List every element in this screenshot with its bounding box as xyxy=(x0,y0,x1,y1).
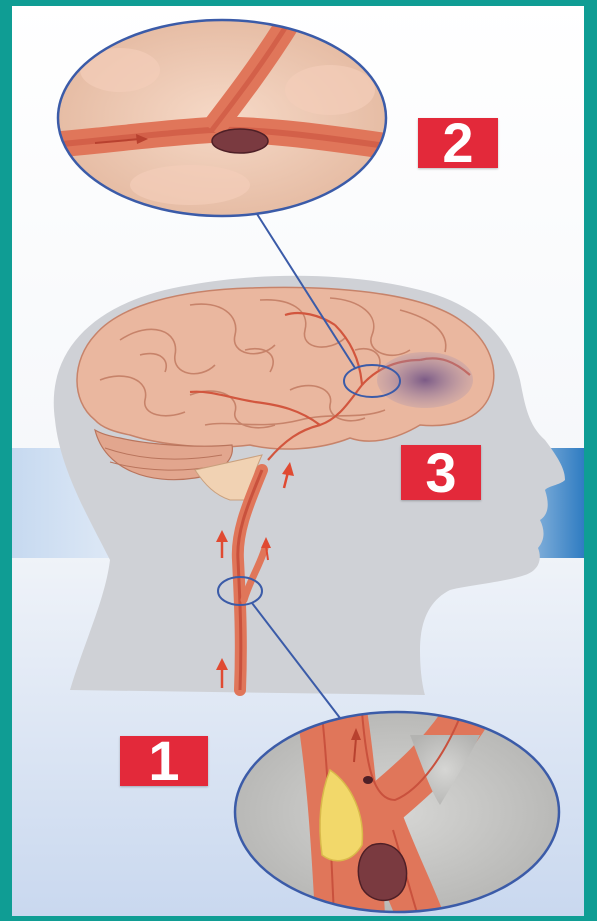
clot xyxy=(212,129,268,153)
clot xyxy=(358,844,406,901)
embolus xyxy=(363,776,373,784)
step-badge-1: 1 xyxy=(120,736,208,786)
step-badge-2: 2 xyxy=(418,118,498,168)
frame-top xyxy=(12,0,584,6)
infarct-region xyxy=(377,352,473,408)
frame-left xyxy=(0,0,12,916)
step-badge-3: 3 xyxy=(401,445,481,500)
frame-right xyxy=(584,0,597,916)
